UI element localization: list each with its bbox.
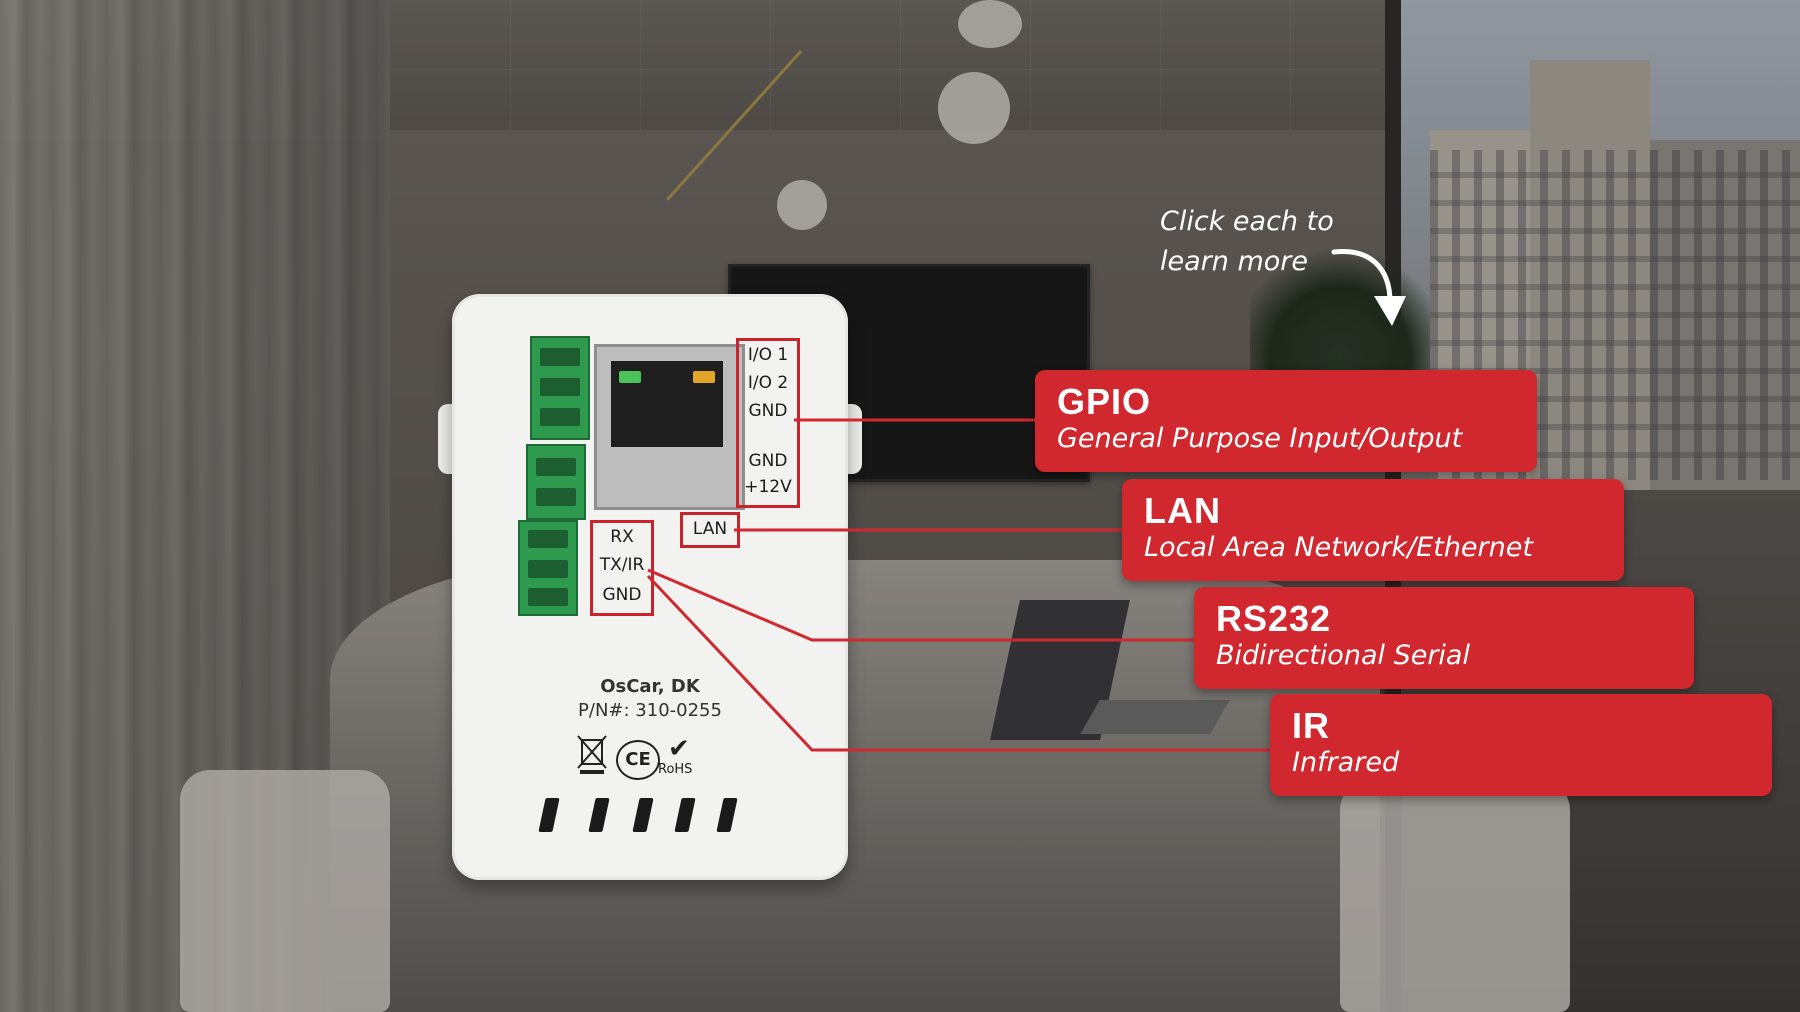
check-icon: ✔ <box>668 734 690 764</box>
serial-terminal-block <box>518 520 578 616</box>
gpio-terminal-block-power <box>526 444 586 520</box>
pin-label-io1: I/O 1 <box>747 345 789 365</box>
hint-line-2: learn more <box>1160 246 1308 277</box>
lan-label-box: LAN <box>680 512 740 548</box>
ethernet-port <box>594 344 745 510</box>
pin-label-io2: I/O 2 <box>747 373 789 393</box>
chair <box>1340 780 1570 1012</box>
rs232-callout-title: RS232 <box>1216 598 1332 639</box>
ethernet-socket <box>611 361 723 447</box>
gpio-callout-title: GPIO <box>1057 381 1152 422</box>
gpio-callout[interactable]: GPIO General Purpose Input/Output <box>1035 370 1537 472</box>
pin-label-rx: RX <box>610 527 634 547</box>
pin-label-gnd: GND <box>748 401 788 421</box>
rs232-callout[interactable]: RS232 Bidirectional Serial <box>1194 587 1694 689</box>
lan-label: LAN <box>692 519 728 539</box>
pendant-lamp <box>938 72 1010 144</box>
building <box>1530 60 1650 490</box>
hint-line-1: Click each to <box>1160 206 1334 237</box>
lan-callout-subtitle: Local Area Network/Ethernet <box>1144 532 1533 563</box>
ce-mark: CE <box>616 740 660 780</box>
gpio-callout-subtitle: General Purpose Input/Output <box>1057 423 1463 454</box>
pin-label-txir: TX/IR <box>599 555 645 575</box>
device-rear-panel: I/O 1 I/O 2 GND GND +12V LAN RX TX/IR GN… <box>438 294 862 880</box>
rohs-mark: ✔ RoHS <box>658 734 718 780</box>
gpio-label-box: I/O 1 I/O 2 GND GND +12V <box>736 338 800 508</box>
pin-label-gnd-power: GND <box>748 451 788 471</box>
part-number-text: P/N#: 310-0255 <box>578 700 722 721</box>
lan-callout-title: LAN <box>1144 490 1221 531</box>
gpio-terminal-block-top <box>530 336 590 440</box>
pendant-lamp <box>958 0 1022 48</box>
lan-callout[interactable]: LAN Local Area Network/Ethernet <box>1122 479 1624 581</box>
ir-callout-subtitle: Infrared <box>1292 747 1400 778</box>
ir-callout[interactable]: IR Infrared <box>1270 694 1772 796</box>
pin-label-gnd-serial: GND <box>602 585 642 605</box>
ceiling-tiles <box>380 0 1380 140</box>
curved-arrow-icon <box>1330 240 1410 334</box>
rohs-text: RoHS <box>658 762 693 777</box>
pin-label-12v: +12V <box>744 477 792 497</box>
pendant-lamp <box>777 180 827 230</box>
weee-bin-icon <box>576 734 608 774</box>
brand-text: OsCar, DK <box>600 676 700 697</box>
chair <box>180 770 390 1012</box>
status-led-amber <box>693 371 715 383</box>
learn-more-hint: Click each to learn more <box>1160 202 1360 282</box>
rs232-callout-subtitle: Bidirectional Serial <box>1216 640 1470 671</box>
building <box>1650 140 1800 500</box>
ir-callout-title: IR <box>1292 705 1330 746</box>
serial-label-box: RX TX/IR GND <box>590 520 654 616</box>
status-led-green <box>619 371 641 383</box>
